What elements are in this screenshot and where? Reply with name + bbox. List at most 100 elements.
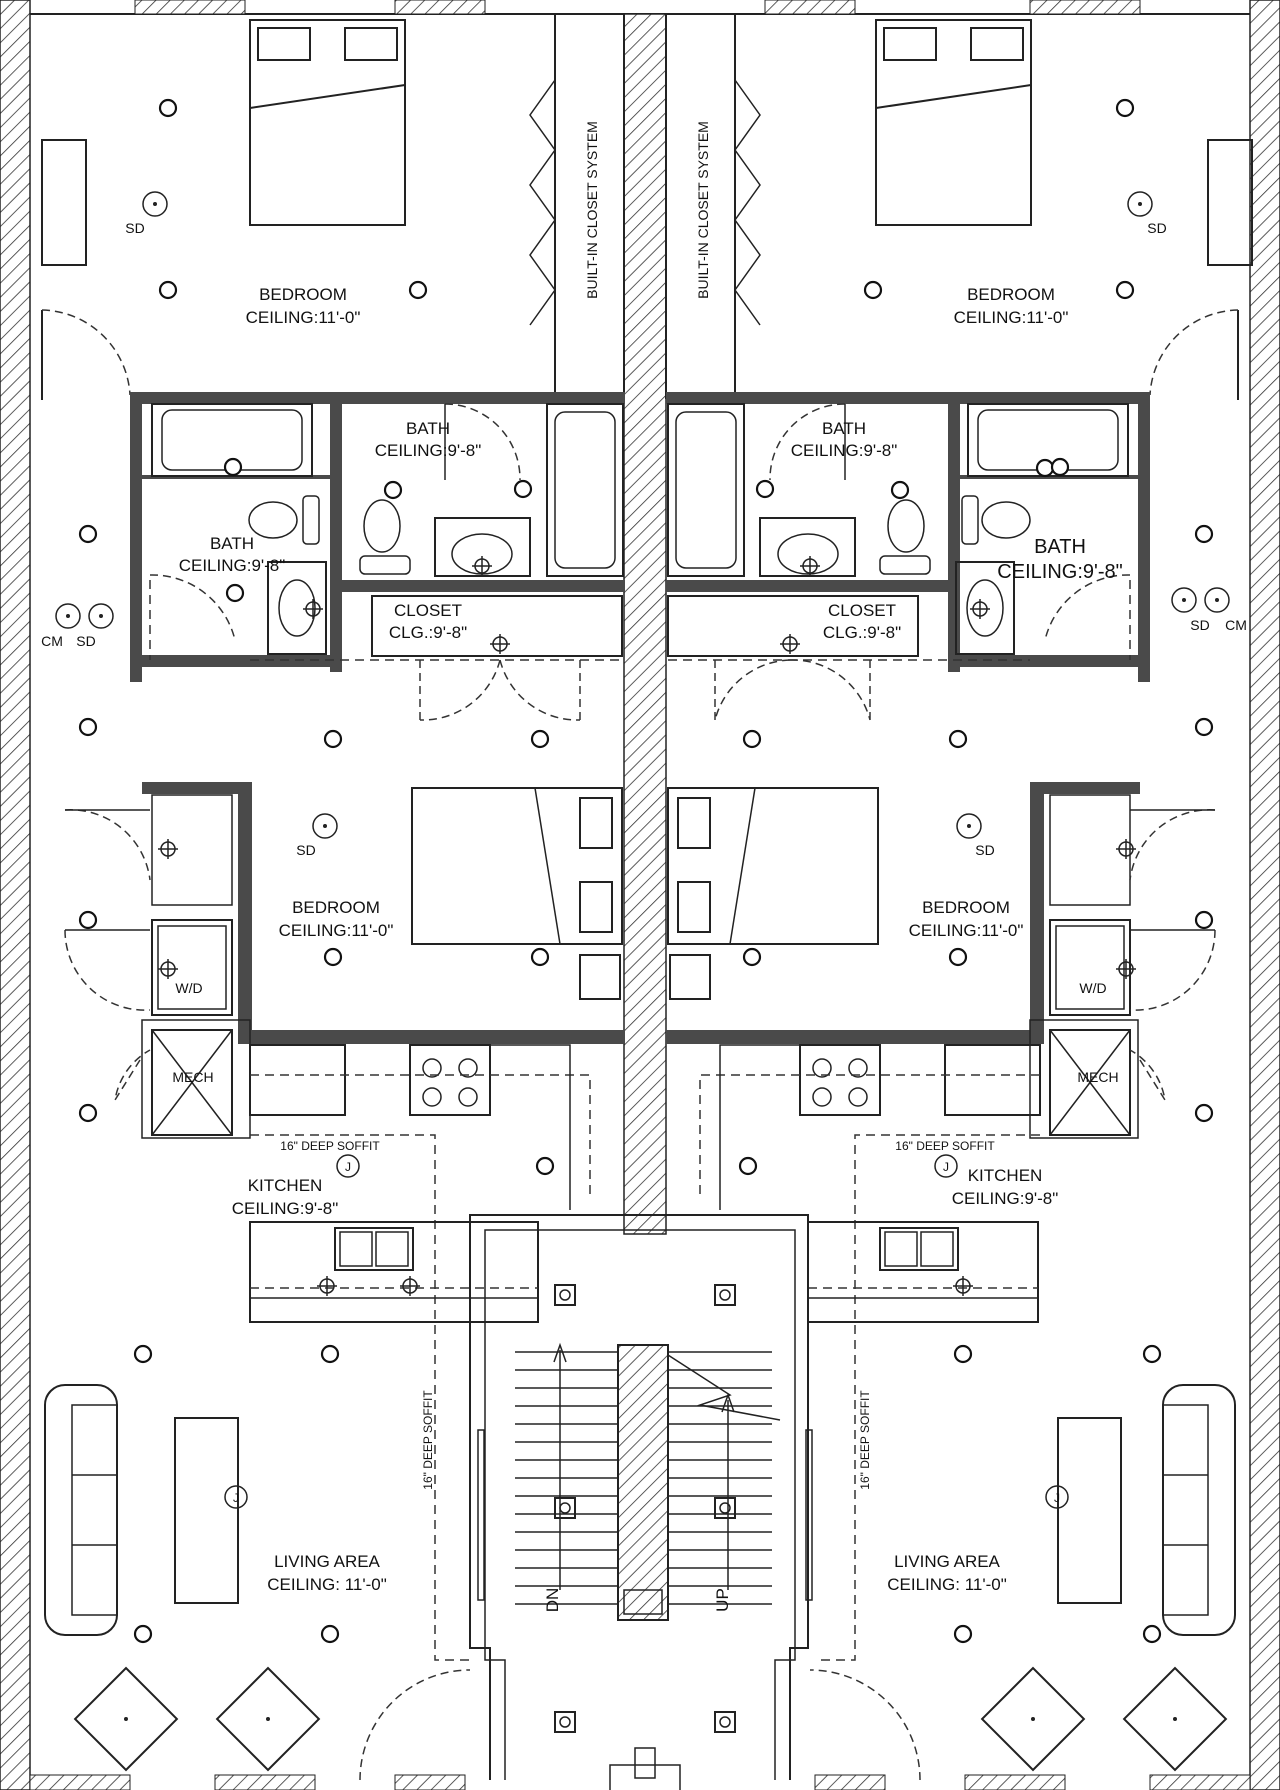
room-ceiling: CEILING:9'-8" [997, 561, 1122, 583]
room-name: BEDROOM [967, 285, 1055, 304]
recessed-light [742, 729, 762, 749]
bed-mid-right [667, 787, 879, 1000]
room-name: BEDROOM [292, 898, 380, 917]
room-ceiling: CLG.:9'-8" [389, 623, 467, 642]
recessed-light [948, 729, 968, 749]
ceiling-outlet-cross [1116, 839, 1136, 859]
ceiling-outlet-cross [303, 599, 323, 619]
ceiling-outlet-cross [780, 634, 800, 654]
recessed-light [133, 1344, 153, 1364]
closet-right [667, 595, 1030, 721]
bath-fixtures-right [667, 403, 1131, 660]
mech-label: MECH [1077, 1069, 1118, 1085]
room-ceiling: CEILING: 11'-0" [887, 1575, 1007, 1594]
recessed-light [530, 729, 550, 749]
top-bedroom-doors [41, 309, 1239, 400]
ceiling-fixture [554, 1284, 576, 1306]
recessed-light [755, 479, 775, 499]
recessed-light [158, 280, 178, 300]
room-ceiling: CEILING:11'-0" [909, 921, 1024, 940]
recessed-light [323, 729, 343, 749]
room-name: BEDROOM [259, 285, 347, 304]
closet-left [250, 595, 623, 721]
room-name: LIVING AREA [274, 1552, 380, 1571]
ceiling-fixture [554, 1497, 576, 1519]
ceiling-outlet-cross [800, 556, 820, 576]
stair-up-label: UP [713, 1588, 732, 1612]
ceiling-outlet-cross [158, 959, 178, 979]
ceiling-outlet-cross [490, 634, 510, 654]
recessed-light [133, 1624, 153, 1644]
sd-label: SD [975, 842, 994, 858]
ceiling-outlet-cross [400, 1276, 420, 1296]
sd-label: SD [125, 220, 144, 236]
recessed-light [1194, 717, 1214, 737]
recessed-light [1194, 1103, 1214, 1123]
laundry-right [1029, 794, 1216, 1139]
recessed-light [408, 280, 428, 300]
junction-label: J [233, 1491, 239, 1505]
washer-dryer-label: W/D [1079, 980, 1106, 996]
room-ceiling: CEILING:9'-8" [232, 1199, 339, 1218]
party-wall [623, 13, 667, 1235]
room-ceiling: CEILING:9'-8" [179, 556, 286, 575]
armchairs [73, 1666, 1228, 1772]
ceiling-outlet-cross [158, 839, 178, 859]
recessed-light [1142, 1344, 1162, 1364]
built-in-closet-right: BUILT-IN CLOSET SYSTEM [665, 13, 761, 399]
sd-label: SD [1190, 617, 1209, 633]
ceiling-fixture-center [719, 1289, 731, 1301]
junction-label: J [1054, 1491, 1060, 1505]
recessed-light [320, 1624, 340, 1644]
room-ceiling: CEILING:9'-8" [791, 441, 898, 460]
closet-system-label: BUILT-IN CLOSET SYSTEM [695, 121, 711, 299]
recessed-light [1142, 1624, 1162, 1644]
recessed-light [78, 524, 98, 544]
room-ceiling: CLG.:9'-8" [823, 623, 901, 642]
stair-down-label: DN [543, 1588, 562, 1613]
sd-label: SD [1147, 220, 1166, 236]
recessed-light [78, 1103, 98, 1123]
ceiling-fixture-center [559, 1716, 571, 1728]
recessed-light [383, 480, 403, 500]
ceiling-fixture-center [719, 1716, 731, 1728]
junction-label: J [943, 1160, 949, 1174]
recessed-light [225, 583, 245, 603]
soffit-label: 16" DEEP SOFFIT [895, 1139, 995, 1153]
window-unit-left [41, 139, 87, 266]
room-ceiling: CEILING:9'-8" [375, 441, 482, 460]
room-ceiling: CEILING:11'-0" [246, 308, 361, 327]
recessed-light [1194, 524, 1214, 544]
ceiling-fixture-center [719, 1502, 731, 1514]
recessed-light [1050, 457, 1070, 477]
recessed-light [948, 947, 968, 967]
sd-label: SD [76, 633, 95, 649]
bed-top-left [249, 19, 406, 226]
recessed-light [738, 1156, 758, 1176]
stair-treads [515, 1351, 772, 1605]
cm-label: CM [1225, 617, 1247, 633]
interior-walls [130, 392, 1150, 1044]
room-name: BATH [1034, 536, 1086, 558]
bed-mid-left [411, 787, 623, 1000]
room-ceiling: CEILING:11'-0" [279, 921, 394, 940]
ceiling-fixture [714, 1497, 736, 1519]
mech-label: MECH [172, 1069, 213, 1085]
recessed-light [1115, 280, 1135, 300]
coffee-table-left [174, 1417, 239, 1604]
ceiling-fixture [714, 1711, 736, 1733]
washer-dryer-label: W/D [175, 980, 202, 996]
junction-label: J [345, 1160, 351, 1174]
ceiling-fixture [554, 1711, 576, 1733]
smoke-detectors: SD SD CM SD SD CM SD SD [41, 191, 1247, 858]
soffit-label: 16" DEEP SOFFIT [858, 1390, 872, 1490]
soffit-label: 16" DEEP SOFFIT [421, 1390, 435, 1490]
recessed-light [513, 479, 533, 499]
ceiling-outlet-cross [953, 1276, 973, 1296]
recessed-light [1035, 458, 1055, 478]
bed-top-right [875, 19, 1032, 226]
recessed-light [223, 457, 243, 477]
kitchen-right [699, 1044, 1041, 1661]
ceiling-fixture [714, 1284, 736, 1306]
recessed-light [78, 910, 98, 930]
